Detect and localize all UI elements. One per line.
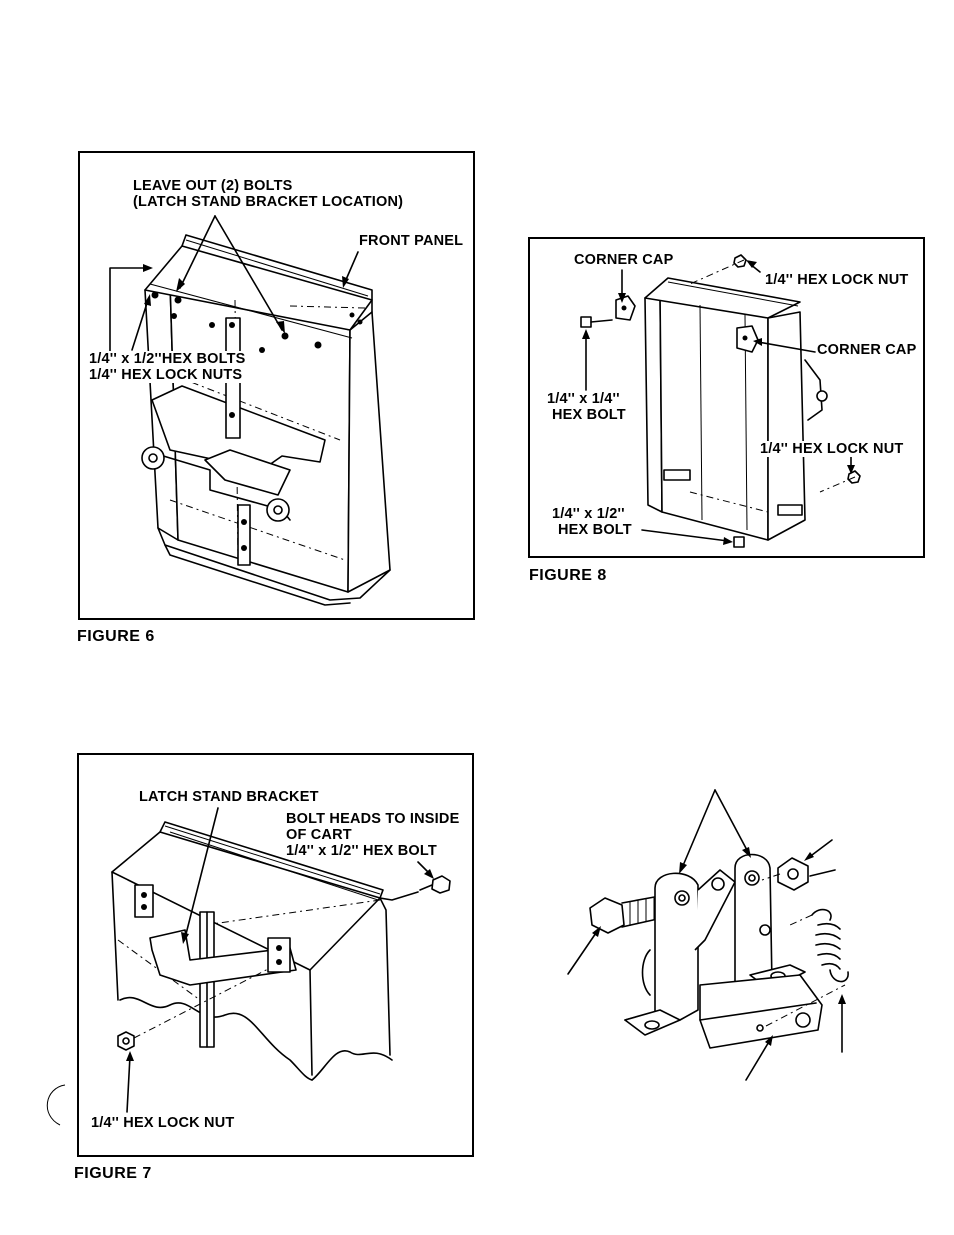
leave-out-line-2: (LATCH STAND BRACKET LOCATION) xyxy=(133,194,404,210)
leave-out-line-1: LEAVE OUT (2) BOLTS xyxy=(133,178,293,194)
figure-6-frame xyxy=(78,151,475,620)
figure-8-hex-lock-nut-right: 1/4'' HEX LOCK NUT xyxy=(760,441,904,457)
figure-8-hex-bolt-bottom: 1/4'' x 1/2'' HEX BOLT xyxy=(552,506,632,538)
figure-7-frame xyxy=(77,753,474,1157)
hex-bolts-label: 1/4'' x 1/2''HEX BOLTS xyxy=(89,351,246,367)
figure-7-caption: FIGURE 7 xyxy=(74,1165,152,1182)
figure-8-hex-bolt-left: 1/4'' x 1/4'' HEX BOLT xyxy=(547,391,626,423)
hex-bolt-left-line-1: 1/4'' x 1/4'' xyxy=(547,391,620,407)
figure-8-frame xyxy=(528,237,925,558)
bolt-heads-line-1: BOLT HEADS TO INSIDE xyxy=(286,811,460,827)
figure-7-hex-lock-nut: 1/4'' HEX LOCK NUT xyxy=(91,1115,235,1131)
figure-6-hardware-label: 1/4'' x 1/2''HEX BOLTS 1/4'' HEX LOCK NU… xyxy=(89,351,246,383)
hex-bolt-left-line-2: HEX BOLT xyxy=(552,407,626,423)
figure-8-corner-cap-top: CORNER CAP xyxy=(574,252,674,268)
hex-lock-nuts-label: 1/4'' HEX LOCK NUTS xyxy=(89,367,243,383)
figure-6-front-panel-label: FRONT PANEL xyxy=(359,233,464,249)
hex-bolt-label: 1/4'' x 1/2'' HEX BOLT xyxy=(286,843,437,859)
figure-8-corner-cap-right: CORNER CAP xyxy=(817,342,917,358)
figure-6-caption: FIGURE 6 xyxy=(77,628,155,645)
figure-8-caption: FIGURE 8 xyxy=(529,567,607,584)
figure-7-latch-stand-bracket: LATCH STAND BRACKET xyxy=(139,789,319,805)
figure-7-bolt-heads-label: BOLT HEADS TO INSIDE OF CART 1/4'' x 1/2… xyxy=(286,811,459,859)
bolt-heads-line-2: OF CART xyxy=(286,827,352,843)
hex-bolt-bottom-line-2: HEX BOLT xyxy=(558,522,632,538)
figure-6-leave-out-label: LEAVE OUT (2) BOLTS (LATCH STAND BRACKET… xyxy=(133,178,403,210)
hex-bolt-bottom-line-1: 1/4'' x 1/2'' xyxy=(552,506,625,522)
figure-8-hex-lock-nut-top: 1/4'' HEX LOCK NUT xyxy=(765,272,909,288)
